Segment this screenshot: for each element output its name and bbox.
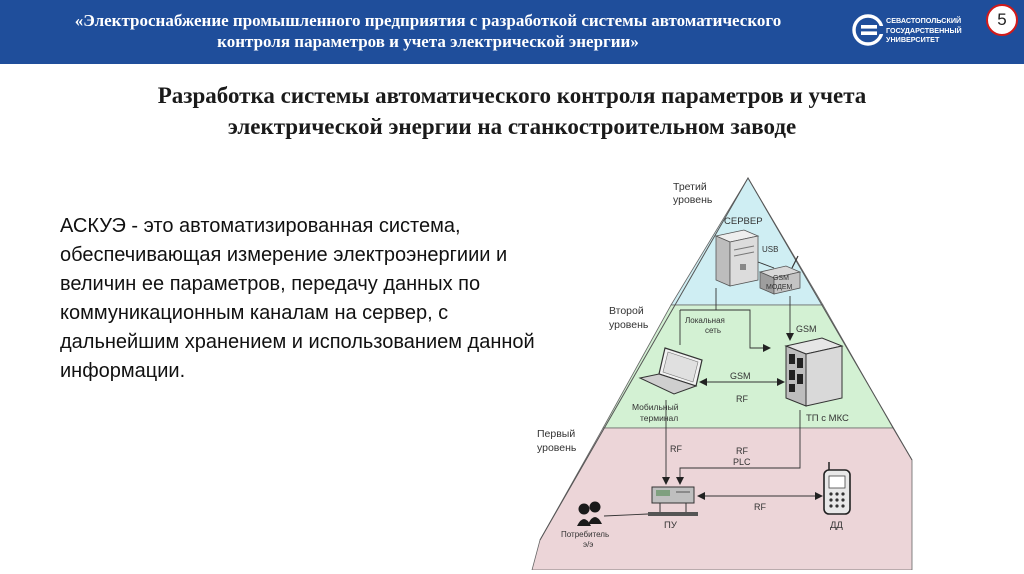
university-name-line3: УНИВЕРСИТЕТ	[886, 35, 982, 45]
level2-label-line2: уровень	[609, 319, 649, 331]
mobile-terminal-label-line2: терминал	[640, 413, 678, 423]
sensor-label: ДД	[830, 520, 843, 531]
tp-cabinet-icon	[786, 338, 842, 406]
rf-left-label: RF	[670, 444, 682, 454]
slide-title: Разработка системы автоматического контр…	[40, 80, 984, 142]
local-network-label-line2: сеть	[705, 326, 721, 335]
consumer-label-line2: э/э	[583, 540, 593, 549]
university-name-line2: ГОСУДАРСТВЕННЫЙ	[886, 26, 982, 36]
presentation-title-line1: «Электроснабжение промышленного предприя…	[8, 10, 848, 31]
sensor-phone-icon	[824, 462, 850, 514]
gsm-modem-label-line1: GSM	[773, 275, 789, 282]
university-name: СЕВАСТОПОЛЬСКИЙ ГОСУДАРСТВЕННЫЙ УНИВЕРСИ…	[886, 16, 982, 45]
tp-label: ТП с МКС	[806, 413, 849, 424]
university-logo-icon	[852, 14, 884, 46]
askue-definition-text: АСКУЭ - это автоматизированная система, …	[60, 212, 550, 386]
consumer-label-line1: Потребитель	[561, 530, 609, 539]
gsm-rf-label-line2: RF	[736, 394, 748, 404]
header-bar: «Электроснабжение промышленного предприя…	[0, 0, 1024, 64]
mobile-terminal-label-line1: Мобильный	[632, 402, 679, 412]
rf-bottom-label: RF	[754, 502, 766, 512]
level3-label-line1: Третий	[673, 181, 707, 193]
university-logo: СЕВАСТОПОЛЬСКИЙ ГОСУДАРСТВЕННЫЙ УНИВЕРСИ…	[852, 14, 982, 50]
gsm-label-top: GSM	[796, 324, 817, 334]
usb-label: USB	[762, 245, 778, 254]
server-label: СЕРВЕР	[724, 216, 763, 227]
level1-label-line2: уровень	[537, 442, 577, 454]
server-icon	[716, 230, 758, 286]
presentation-title-line2: контроля параметров и учета электрическо…	[8, 31, 848, 52]
university-name-line1: СЕВАСТОПОЛЬСКИЙ	[886, 16, 982, 26]
rf-plc-label-line1: RF	[736, 446, 748, 456]
gsm-modem-label-line2: МОДЕМ	[766, 284, 793, 291]
level2-label-line1: Второй	[609, 305, 644, 317]
level3-label-line2: уровень	[673, 194, 713, 206]
slide-title-line1: Разработка системы автоматического контр…	[40, 80, 984, 111]
rf-plc-label-line2: PLC	[733, 457, 751, 467]
slide-title-line2: электрической энергии на станкостроитель…	[40, 111, 984, 142]
askue-pyramid-diagram: Третий уровень Второй уровень Первый уро…	[520, 168, 920, 570]
presentation-title: «Электроснабжение промышленного предприя…	[8, 10, 848, 52]
local-network-label-line1: Локальная	[685, 316, 725, 325]
meter-label: ПУ	[664, 520, 678, 531]
level1-label-line1: Первый	[537, 428, 575, 440]
slide-number-badge: 5	[986, 4, 1018, 36]
gsm-rf-label-line1: GSM	[730, 371, 751, 381]
